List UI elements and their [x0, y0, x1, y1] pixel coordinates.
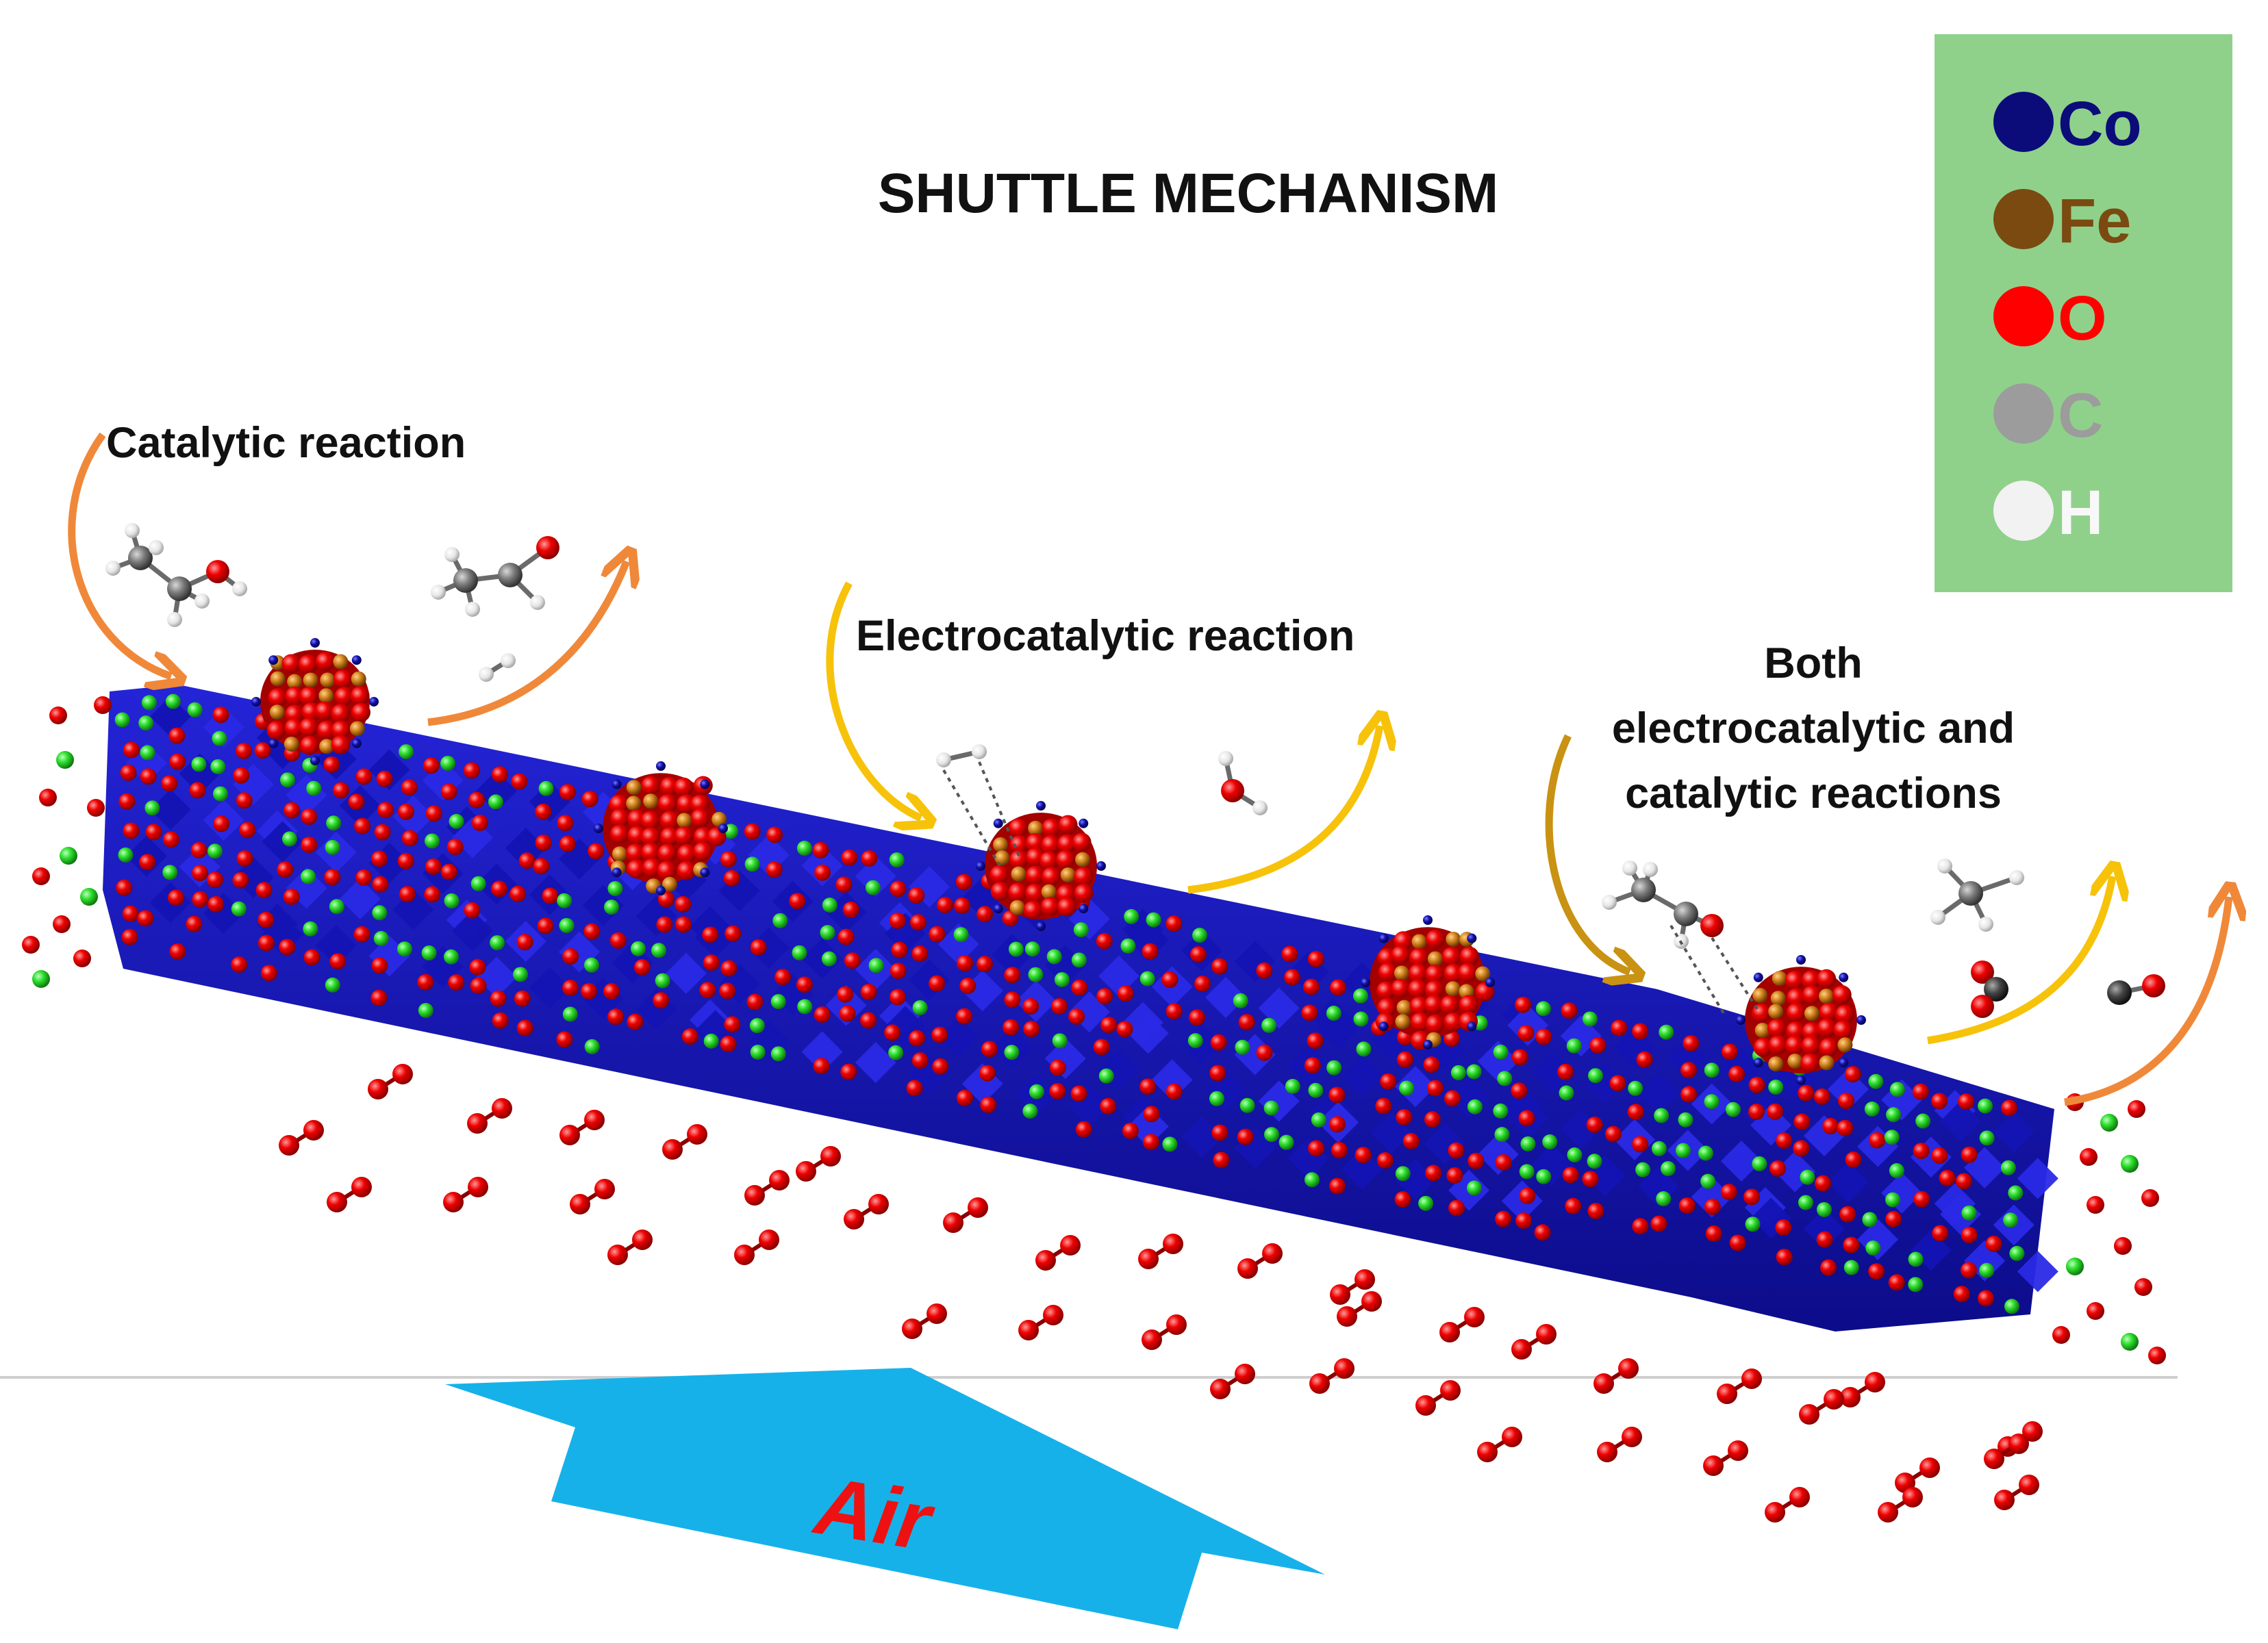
o2-molecule [1597, 1427, 1642, 1462]
o2-molecule [1237, 1243, 1283, 1279]
o2-molecule [279, 1120, 324, 1156]
o2-molecule [1984, 1434, 2029, 1469]
o2-molecule [734, 1230, 779, 1265]
catalytic-out-arrow [427, 561, 627, 726]
o2-molecule [1994, 1475, 2039, 1510]
legend-swatch [1993, 481, 2054, 541]
o2-molecule [1018, 1305, 1063, 1340]
methane-molecule [1930, 858, 2024, 932]
o2-molecule [1840, 1372, 1885, 1408]
o2-molecule [1477, 1427, 1522, 1462]
acetaldehyde-adsorbed-molecule [1602, 861, 1761, 1018]
o2-molecule [327, 1177, 372, 1212]
metal-nanoparticles [251, 638, 1866, 1085]
nanoparticle-cluster [1361, 915, 1495, 1050]
legend-label: Fe [2058, 186, 2131, 256]
legend-label: H [2058, 478, 2103, 548]
legend-background [1935, 34, 2232, 592]
o2-molecule [1593, 1358, 1639, 1394]
nanoparticle-cluster [976, 801, 1106, 931]
catalytic-in-arrow [68, 432, 171, 676]
reaction-arrows [68, 432, 2229, 1106]
o2-molecule [1337, 1291, 1382, 1327]
diagram-title: SHUTTLE MECHANISM [878, 162, 1499, 225]
o2-molecule [1415, 1380, 1461, 1416]
o2-molecule [1895, 1457, 1940, 1493]
o2-molecule [1878, 1487, 1923, 1523]
ethanol-molecule [105, 523, 247, 627]
air-arrow-shape [445, 1368, 1325, 1629]
both-reactions-label-line1: Both [1764, 639, 1862, 687]
electrocatalytic-out-arrow [1187, 726, 1380, 894]
electrocatalytic-reaction-label: Electrocatalytic reaction [856, 612, 1354, 660]
molecules [105, 523, 2165, 1018]
o2-molecule [607, 1230, 653, 1265]
nanoparticle-cluster [1736, 955, 1866, 1085]
o2-molecule [1138, 1234, 1183, 1269]
o2-molecule [1309, 1358, 1354, 1394]
legend-label: C [2058, 381, 2103, 450]
o2-molecule [1035, 1235, 1081, 1271]
o2-molecule [943, 1197, 988, 1233]
o2-molecule [902, 1303, 947, 1339]
o2-molecule [1511, 1324, 1557, 1360]
legend-item-o: O [1993, 283, 2107, 353]
o2-molecule [1765, 1487, 1810, 1523]
carbon-dioxide-molecule [1971, 960, 2008, 1018]
electrocatalytic-in-arrow [826, 581, 921, 818]
o2-molecule [467, 1098, 512, 1134]
o2-molecule [1703, 1440, 1748, 1476]
o2-molecule [844, 1194, 889, 1230]
o2-molecule [1210, 1364, 1255, 1399]
hydrogen-molecule-out [479, 653, 516, 682]
air-flow-arrow: Air [445, 1368, 1325, 1629]
carbon-monoxide-molecule [2107, 974, 2165, 1005]
o2-molecule [1439, 1307, 1485, 1342]
perovskite-slab [22, 685, 2166, 1364]
air-label: Air [807, 1459, 941, 1568]
o2-molecule [744, 1170, 790, 1206]
acetaldehyde-molecule [431, 536, 559, 617]
o2-molecule [1799, 1389, 1844, 1425]
slab-surface-atoms [22, 693, 2166, 1364]
both-out-arrow-orange [2064, 897, 2229, 1106]
both-out-arrow-yellow [1927, 876, 2113, 1045]
o2-molecule [1717, 1368, 1762, 1404]
water-molecule [1218, 751, 1268, 815]
legend-swatch [1993, 383, 2054, 444]
o2-molecule [1330, 1269, 1375, 1305]
o2-molecule [368, 1064, 413, 1099]
legend-swatch [1993, 189, 2054, 249]
legend-item-h: H [1993, 478, 2103, 548]
o2-molecule [796, 1146, 841, 1182]
legend-label: Co [2058, 89, 2142, 159]
nanoparticle-cluster [594, 761, 728, 895]
nanoparticle-cluster [251, 638, 379, 765]
o2-molecule [443, 1177, 488, 1212]
both-reactions-label-line3: catalytic reactions [1625, 769, 2002, 817]
o2-molecule [662, 1124, 707, 1160]
legend-item-c: C [1993, 381, 2103, 450]
catalytic-reaction-label: Catalytic reaction [106, 419, 466, 467]
legend-swatch [1993, 286, 2054, 346]
o2-molecule [1142, 1314, 1187, 1350]
o2-molecule [559, 1110, 605, 1145]
legend-label: O [2058, 283, 2107, 353]
o2-molecule [570, 1179, 615, 1214]
legend-swatch [1993, 92, 2054, 152]
oxygen-molecules [279, 1064, 2043, 1523]
legend-item-fe: Fe [1993, 186, 2131, 256]
both-in-arrow [1545, 734, 1630, 972]
legend-item-co: Co [1993, 89, 2142, 159]
both-reactions-label-line2: electrocatalytic and [1612, 704, 2015, 752]
hydrogen-molecule-in [936, 744, 1022, 867]
